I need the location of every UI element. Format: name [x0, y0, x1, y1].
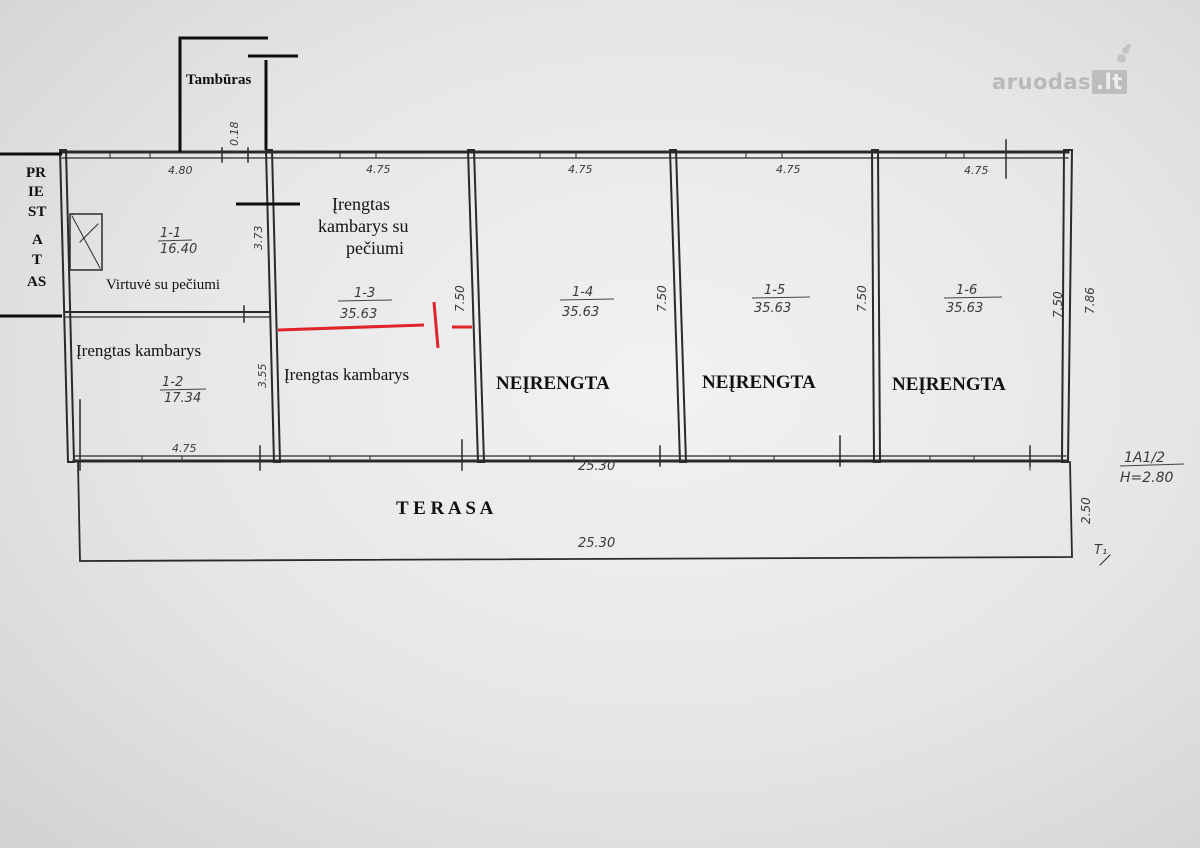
svg-text:4.80: 4.80	[168, 164, 193, 177]
dimension-labels: 4.80 0.18 4.75 4.75 4.75 4.75 4.75 25.30…	[168, 122, 1107, 559]
label-room-stove-3: pečiumi	[346, 238, 404, 258]
room-1-2: 1-2 17.34	[159, 375, 207, 406]
window	[339, 151, 377, 159]
svg-text:IE: IE	[28, 184, 44, 200]
wall-partition-1	[264, 149, 282, 463]
label-room-stove-2: kambarys su	[318, 216, 408, 236]
legend-code: 1A1/2	[1124, 450, 1165, 466]
svg-text:0.18: 0.18	[228, 122, 241, 147]
room-1-6: 1-6 35.63	[943, 283, 1003, 316]
wall-partition-4	[870, 149, 882, 463]
svg-text:1-5: 1-5	[764, 283, 785, 298]
svg-text:7.50: 7.50	[855, 285, 869, 312]
wall-partition-2	[466, 149, 486, 463]
window	[109, 151, 151, 159]
label-room-mid: Įrengtas kambarys	[284, 365, 409, 384]
window	[529, 455, 575, 462]
svg-text:7.86: 7.86	[1083, 287, 1097, 314]
svg-text:1-6: 1-6	[956, 283, 977, 298]
label-room-stove-1: Įrengtas	[332, 194, 390, 214]
window	[329, 455, 371, 462]
room-1-4: 1-4 35.63	[559, 285, 615, 320]
svg-text:35.63: 35.63	[340, 307, 377, 322]
svg-text:3.55: 3.55	[256, 364, 269, 389]
svg-text:PR: PR	[26, 165, 46, 181]
svg-text:A: A	[32, 232, 43, 248]
svg-text:4.75: 4.75	[172, 442, 197, 455]
room-1-5: 1-5 35.63	[751, 283, 811, 316]
svg-text:1-4: 1-4	[572, 285, 593, 300]
label-unfinished-2: NEĮRENGTA	[702, 372, 816, 393]
svg-text:ST: ST	[28, 204, 46, 220]
svg-text:35.63: 35.63	[562, 305, 599, 320]
door-marks	[79, 139, 1031, 471]
svg-text:7.50: 7.50	[1051, 291, 1065, 318]
wall-right	[1060, 149, 1074, 463]
room-1-3: 1-3 35.63	[337, 286, 393, 322]
watermark-suffix: .lt	[1092, 70, 1127, 94]
svg-text:2.50: 2.50	[1079, 497, 1093, 524]
window	[945, 151, 965, 159]
legend-height: H=2.80	[1120, 470, 1174, 486]
wall-left	[58, 149, 76, 463]
svg-text:7.50: 7.50	[655, 285, 669, 312]
window	[929, 455, 975, 462]
wall-partition-3	[668, 149, 688, 463]
svg-text:4.75: 4.75	[568, 163, 593, 176]
label-priestatas: PR IE ST A T AS	[26, 165, 46, 290]
svg-text:4.75: 4.75	[964, 164, 989, 177]
svg-text:25.30: 25.30	[578, 536, 615, 551]
label-unfinished-3: NEĮRENGTA	[892, 374, 1006, 395]
svg-text:16.40: 16.40	[160, 242, 197, 257]
window	[141, 455, 183, 462]
svg-text:17.34: 17.34	[164, 391, 201, 406]
annotation-lines	[0, 36, 300, 318]
watermark-brand: aruodas	[992, 70, 1092, 94]
svg-text:1-3: 1-3	[354, 286, 375, 301]
svg-text:3.73: 3.73	[252, 226, 265, 251]
window	[729, 455, 775, 462]
room-1-1: 1-1 16.40	[157, 226, 197, 257]
red-marks	[277, 301, 472, 349]
svg-text:AS: AS	[27, 274, 46, 290]
label-unfinished-1: NEĮRENGTA	[496, 373, 610, 394]
stove-icon	[69, 213, 103, 271]
svg-text:1-1: 1-1	[160, 226, 181, 241]
svg-text:7.50: 7.50	[453, 285, 467, 312]
label-tamburas: Tambūras	[186, 72, 251, 88]
label-room-left: Įrengtas kambarys	[76, 341, 201, 360]
window	[745, 151, 783, 159]
svg-text:35.63: 35.63	[946, 301, 983, 316]
watermark-logo: aruodas.lt	[992, 44, 1131, 94]
window	[539, 151, 577, 159]
label-kitchen: Virtuvė su pečiumi	[106, 277, 220, 293]
svg-text:T₁: T₁	[1094, 543, 1107, 558]
svg-text:T: T	[32, 252, 42, 268]
label-terasa: T E R A S A	[396, 498, 494, 519]
svg-text:35.63: 35.63	[754, 301, 791, 316]
smoke-icon	[1116, 44, 1131, 66]
legend: 1A1/2 H=2.80	[1119, 450, 1185, 486]
svg-text:1-2: 1-2	[162, 375, 183, 390]
svg-text:4.75: 4.75	[776, 163, 801, 176]
svg-text:25.30: 25.30	[578, 459, 615, 474]
svg-text:4.75: 4.75	[366, 163, 391, 176]
terrace-outline	[77, 461, 1073, 562]
